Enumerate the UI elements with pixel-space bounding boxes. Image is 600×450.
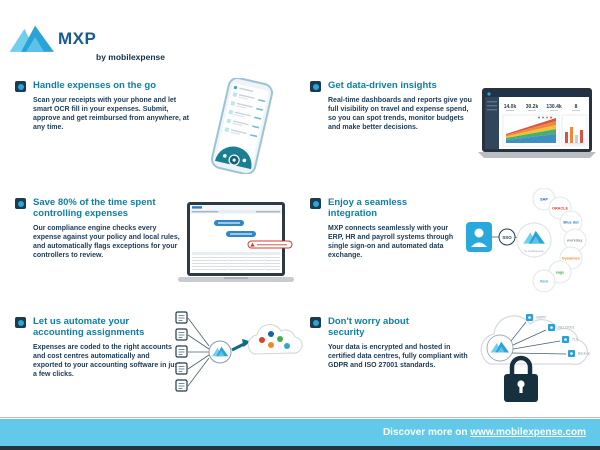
erp-cloud <box>247 324 303 355</box>
policy-callout-buttons <box>214 220 256 237</box>
app-header <box>190 205 282 214</box>
section-body: MXP connects seamlessly with your ERP, H… <box>328 225 454 259</box>
section-bullet-icon <box>15 81 26 92</box>
partner-logo: ORACLE <box>552 207 568 211</box>
section-bullet-icon <box>310 81 321 92</box>
report-icons <box>175 311 188 392</box>
warning-icon <box>250 242 255 247</box>
phone-illustration <box>211 78 273 174</box>
section-integration: Enjoy a seamless integration MXP connect… <box>310 197 460 260</box>
phone-status-bar <box>233 85 254 93</box>
footer-edge <box>0 446 600 450</box>
brand-name: MXP <box>58 29 97 48</box>
section-bullet-icon <box>15 317 26 328</box>
partner-logo: workday. <box>566 239 583 243</box>
dashboard-header-bar <box>485 91 589 97</box>
section-title: Let us automate your accounting assignme… <box>33 316 145 338</box>
section-body: Our compliance engine checks every expen… <box>33 225 180 259</box>
section-body: Real-time dashboards and reports give yo… <box>328 97 472 131</box>
section-security: Don't worry about security Your data is … <box>310 316 470 370</box>
section-handle-expenses: Handle expenses on the go Scan your rece… <box>15 80 195 132</box>
section-bullet-icon <box>310 198 321 209</box>
stacked-area-chart <box>502 114 560 147</box>
erp-logo-dot <box>259 337 265 343</box>
partner-logos: SAP ORACLE Blue dot workday. Dynamics sa… <box>532 188 587 293</box>
expense-control-laptop-illustration <box>178 202 294 282</box>
monitor-stand <box>478 152 596 158</box>
dashboard-sidebar <box>485 97 499 149</box>
footer-link[interactable]: www.mobilexpense.com <box>470 427 586 438</box>
section-bullet-icon <box>15 198 26 209</box>
mxp-hub: by mobilexpense <box>516 222 552 258</box>
section-title: Enjoy a seamless integration <box>328 197 408 219</box>
security-nodes: GDPR ISO 27001 TLS Back-up <box>526 314 591 357</box>
kpi-value: 8 <box>575 104 578 110</box>
hub-tagline: by mobilexpense <box>524 249 544 253</box>
integration-diagram: SSO by mobilexpense SAP ORACLE Blue dot … <box>466 188 587 293</box>
section-accounting: Let us automate your accounting assignme… <box>15 316 181 379</box>
section-title: Save 80% of the time spent controlling e… <box>33 197 156 219</box>
dashboard-kpi-row: 14.0k 30.2k 130.4k 8 <box>504 104 580 111</box>
erp-logo-dot <box>268 342 274 348</box>
user-icon <box>466 222 492 252</box>
partner-logo: Xero <box>539 280 549 284</box>
section-control-time: Save 80% of the time spent controlling e… <box>15 197 180 260</box>
kpi-value: 14.0k <box>504 104 517 110</box>
expense-table <box>192 252 280 270</box>
bar-chart <box>561 114 588 147</box>
footer-bar: Discover more on www.mobilexpense.com <box>0 419 600 446</box>
mxp-node <box>208 340 232 364</box>
partner-logo: sage <box>556 271 565 275</box>
section-title: Get data-driven insights <box>328 80 437 91</box>
mxp-node <box>486 334 514 362</box>
sso-badge: SSO <box>498 228 516 246</box>
erp-logo-dot <box>284 343 290 349</box>
laptop-base <box>178 277 294 282</box>
footer-divider <box>0 417 600 418</box>
section-bullet-icon <box>310 317 321 328</box>
laptop-screen <box>190 205 282 273</box>
accounting-flow-diagram <box>175 311 303 392</box>
dome-report-icon <box>242 158 247 163</box>
security-diagram: GDPR ISO 27001 TLS Back-up <box>480 314 591 402</box>
sso-label: SSO <box>502 235 512 240</box>
partner-logo: SAP <box>540 198 548 202</box>
kpi-value: 130.4k <box>546 104 562 110</box>
section-body: Your data is encrypted and hosted in cer… <box>328 344 468 369</box>
security-node-label: Back-up <box>578 352 591 356</box>
section-body: Scan your receipts with your phone and l… <box>33 97 189 131</box>
dome-receipt-icon <box>223 154 227 158</box>
exception-warning-callout <box>247 240 293 249</box>
footer-text: Discover more on <box>382 427 471 438</box>
brand-tagline: by mobilexpense <box>96 52 165 62</box>
section-title: Don't worry about security <box>328 316 409 338</box>
phone-expense-list <box>224 92 266 138</box>
section-title: Handle expenses on the go <box>33 80 156 91</box>
erp-logo-dot <box>268 331 274 337</box>
kpi-value: 30.2k <box>526 104 539 110</box>
partner-logo: Blue dot <box>563 221 579 225</box>
flow-connectors <box>187 317 210 387</box>
security-node-label: GDPR <box>536 316 546 320</box>
phone-action-dome <box>214 146 252 170</box>
mxp-mountain-logo-icon <box>9 25 54 52</box>
section-insights: Get data-driven insights Real-time dashb… <box>310 80 478 132</box>
erp-logo-dot <box>277 336 283 342</box>
partner-logo: Dynamics <box>562 257 580 261</box>
analytics-dashboard-illustration: 14.0k 30.2k 130.4k 8 <box>478 88 596 158</box>
section-body: Expenses are coded to the right accounts… <box>33 344 181 378</box>
security-node-label: ISO 27001 <box>558 326 574 330</box>
security-connectors <box>510 321 567 355</box>
security-node-label: TLS <box>572 338 579 342</box>
padlock-icon <box>504 355 538 402</box>
